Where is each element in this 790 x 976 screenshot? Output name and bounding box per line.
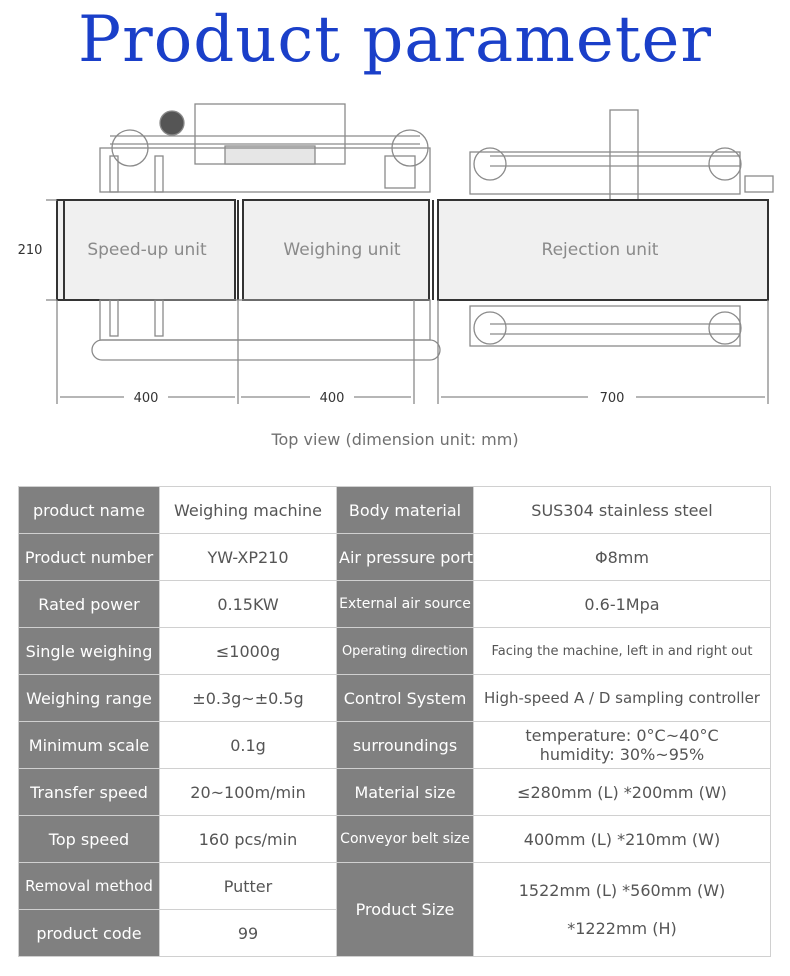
param-key: Control System: [336, 674, 474, 722]
param-value: 99: [159, 909, 337, 957]
param-value: High-speed A / D sampling controller: [473, 674, 771, 722]
param-key: Weighing range: [18, 674, 160, 722]
param-value: 160 pcs/min: [159, 815, 337, 863]
param-value: Weighing machine: [159, 486, 337, 534]
param-value: 0.6-1Mpa: [473, 580, 771, 628]
param-value: Putter: [159, 862, 337, 910]
param-key: Air pressure port: [336, 533, 474, 581]
param-key: Operating direction: [336, 627, 474, 675]
param-value: temperature: 0°C~40°C humidity: 30%~95%: [473, 721, 771, 769]
table-row: Product number YW-XP210 Air pressure por…: [18, 533, 771, 581]
param-key: Single weighing: [18, 627, 160, 675]
param-key: Product number: [18, 533, 160, 581]
table-row: product name Weighing machine Body mater…: [18, 486, 771, 534]
param-value: ≤1000g: [159, 627, 337, 675]
param-key: Rated power: [18, 580, 160, 628]
motor-roller: [159, 110, 185, 136]
param-value: 0.15KW: [159, 580, 337, 628]
length-dimension: 700: [600, 391, 625, 406]
param-value: 400mm (L) *210mm (W): [473, 815, 771, 863]
unit-label-weighing: Weighing unit: [283, 240, 401, 260]
table-row: Single weighing ≤1000g Operating directi…: [18, 627, 771, 675]
page-title: Product parameter: [78, 3, 712, 77]
table-row: Minimum scale 0.1g surroundings temperat…: [18, 721, 771, 769]
unit-label-rejection: Rejection unit: [542, 240, 659, 260]
param-key: surroundings: [336, 721, 474, 769]
param-key: product name: [18, 486, 160, 534]
table-row: product code 99: [18, 909, 771, 957]
drawing-caption: Top view (dimension unit: mm): [271, 430, 519, 449]
param-value: Φ8mm: [473, 533, 771, 581]
param-value: ≤280mm (L) *200mm (W): [473, 768, 771, 816]
param-value: 20~100m/min: [159, 768, 337, 816]
parameter-table: product name Weighing machine Body mater…: [18, 486, 771, 957]
weighing-belt: [242, 199, 430, 301]
unit-label-speedup: Speed-up unit: [87, 240, 207, 260]
param-key: Body material: [336, 486, 474, 534]
param-value: Facing the machine, left in and right ou…: [473, 627, 771, 675]
param-key: Product Size: [336, 862, 474, 957]
param-value: 1522mm (L) *560mm (W) *1222mm (H): [473, 862, 771, 957]
param-key: Minimum scale: [18, 721, 160, 769]
table-row: Removal method Putter Product Size 1522m…: [18, 862, 771, 957]
param-key: Top speed: [18, 815, 160, 863]
length-dimension: 400: [134, 391, 159, 406]
rejection-belt: [437, 199, 769, 301]
table-row: Weighing range ±0.3g~±0.5g Control Syste…: [18, 674, 771, 722]
table-row: Rated power 0.15KW External air source 0…: [18, 580, 771, 628]
height-dimension: 210: [18, 243, 43, 258]
param-key: External air source: [336, 580, 474, 628]
product-size-height: *1222mm (H): [567, 918, 677, 938]
speedup-belt: [56, 199, 236, 301]
temperature-range: temperature: 0°C~40°C: [525, 726, 719, 745]
param-key: Removal method: [18, 862, 160, 910]
table-row: Transfer speed 20~100m/min Material size…: [18, 768, 771, 816]
top-view-drawing: Speed-up unit Weighing unit Rejection un…: [18, 103, 774, 406]
param-key: Transfer speed: [18, 768, 160, 816]
param-key: Material size: [336, 768, 474, 816]
param-value: SUS304 stainless steel: [473, 486, 771, 534]
param-key: product code: [18, 909, 160, 957]
param-value: YW-XP210: [159, 533, 337, 581]
param-key: Conveyor belt size: [336, 815, 474, 863]
humidity-range: humidity: 30%~95%: [539, 745, 705, 764]
length-dimension: 400: [320, 391, 345, 406]
param-value: 0.1g: [159, 721, 337, 769]
product-size-dims: 1522mm (L) *560mm (W): [518, 880, 726, 900]
pusher-arm: [609, 109, 639, 211]
table-row: Top speed 160 pcs/min Conveyor belt size…: [18, 815, 771, 863]
param-value: ±0.3g~±0.5g: [159, 674, 337, 722]
